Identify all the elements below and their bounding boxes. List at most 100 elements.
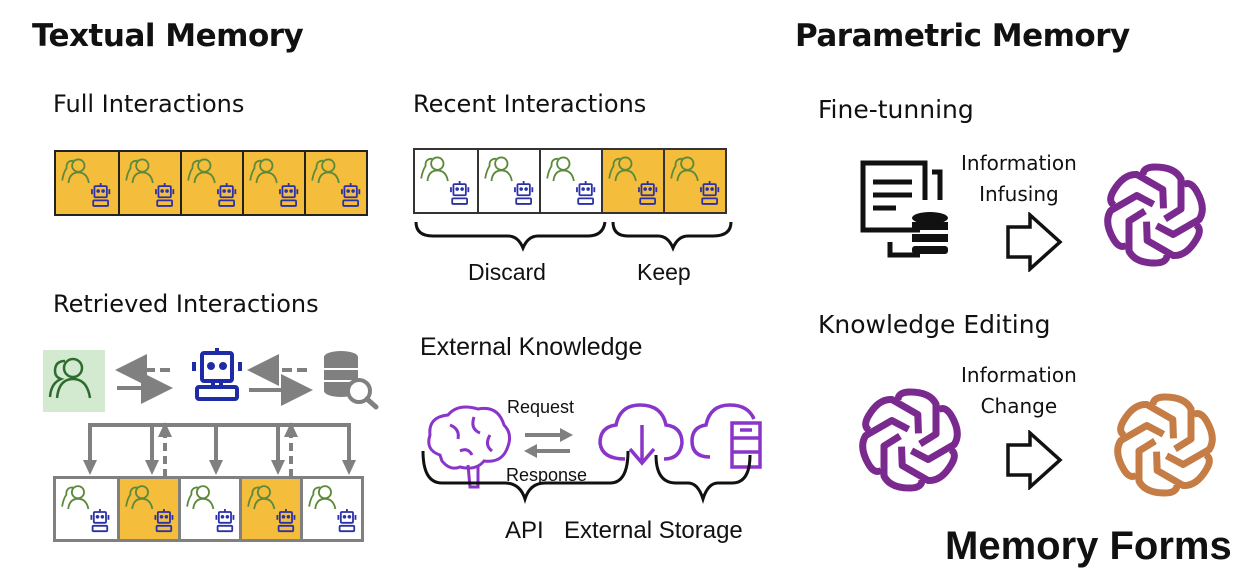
logo-petal bbox=[894, 388, 940, 447]
interaction-cell bbox=[539, 150, 601, 212]
user-icon bbox=[608, 156, 637, 182]
interaction-cell bbox=[477, 150, 539, 212]
robot-icon bbox=[91, 183, 111, 207]
info-line2: Infusing bbox=[979, 182, 1059, 206]
user-icon bbox=[186, 485, 215, 510]
robot-icon bbox=[450, 181, 470, 205]
interaction-cell-highlighted bbox=[304, 152, 366, 214]
database-search-icon bbox=[324, 351, 379, 410]
logo-petal bbox=[1153, 451, 1213, 490]
interaction-cell-highlighted bbox=[663, 150, 725, 212]
logo-petal bbox=[1114, 421, 1166, 480]
logo-petal bbox=[1125, 208, 1171, 267]
discard-brace bbox=[414, 221, 607, 252]
llm-logo-purple-icon bbox=[1104, 163, 1206, 267]
robot-icon bbox=[276, 509, 296, 533]
api-brace bbox=[421, 450, 630, 505]
robot-icon bbox=[155, 183, 175, 207]
keep-label: Keep bbox=[637, 259, 691, 285]
robot-icon bbox=[638, 181, 658, 205]
logo-petal bbox=[898, 446, 958, 485]
memory-forms-title: Memory Forms bbox=[945, 524, 1232, 568]
interaction-cell bbox=[56, 479, 117, 539]
user-icon bbox=[249, 158, 278, 184]
interaction-cell-highlighted bbox=[56, 152, 118, 214]
robot-icon bbox=[90, 509, 110, 533]
logo-petal bbox=[880, 433, 926, 492]
info-line1: Information bbox=[961, 363, 1077, 387]
robot-icon bbox=[514, 181, 534, 205]
robot-icon bbox=[700, 181, 720, 205]
logo-petal bbox=[909, 405, 961, 464]
full-interactions-label: Full Interactions bbox=[53, 90, 245, 118]
robot-icon bbox=[341, 183, 361, 207]
document-database-icon bbox=[860, 160, 948, 258]
user-icon bbox=[247, 485, 276, 510]
logo-petal bbox=[1107, 170, 1167, 209]
user-icon bbox=[670, 156, 699, 182]
up-dashed-arrows bbox=[163, 435, 293, 477]
user-icon bbox=[43, 350, 105, 412]
change-arrow-icon bbox=[1006, 430, 1063, 490]
recent-interactions-label: Recent Interactions bbox=[413, 90, 647, 118]
discard-label: Discard bbox=[468, 259, 546, 285]
storage-brace bbox=[654, 454, 752, 505]
user-icon bbox=[546, 156, 575, 182]
logo-petal bbox=[1164, 410, 1216, 469]
request-label: Request bbox=[507, 397, 575, 417]
interaction-cell-highlighted bbox=[239, 479, 300, 539]
robot-icon bbox=[215, 509, 235, 533]
logo-petal bbox=[1143, 221, 1203, 260]
info-line2: Change bbox=[980, 394, 1058, 418]
logo-petal bbox=[1149, 393, 1195, 452]
info-infusing-text: Information Infusing bbox=[961, 148, 1077, 210]
recent-braces bbox=[414, 221, 733, 252]
retrieved-interactions-label: Retrieved Interactions bbox=[53, 290, 319, 318]
knowledge-editing-label: Knowledge Editing bbox=[818, 310, 1051, 339]
info-change-text: Information Change bbox=[961, 360, 1077, 422]
external-knowledge-diagram bbox=[421, 403, 762, 505]
logo-petal bbox=[1104, 191, 1156, 250]
interaction-cell-highlighted bbox=[601, 150, 663, 212]
textual-memory-title: Textual Memory bbox=[32, 18, 304, 54]
logo-petal bbox=[1139, 163, 1185, 222]
interaction-cell-highlighted bbox=[242, 152, 304, 214]
fine-tuning-label: Fine-tunning bbox=[818, 95, 974, 124]
cloud-download-icon bbox=[598, 403, 684, 466]
api-label: API bbox=[505, 517, 544, 544]
full-interactions-strip bbox=[54, 150, 368, 216]
user-icon bbox=[311, 158, 340, 184]
user-icon bbox=[61, 485, 90, 510]
interaction-cell-highlighted bbox=[118, 152, 180, 214]
logo-petal bbox=[1117, 400, 1177, 439]
external-storage-label: External Storage bbox=[564, 517, 743, 544]
interaction-cell bbox=[415, 150, 477, 212]
brain-icon bbox=[427, 405, 511, 489]
recent-interactions-strip bbox=[413, 148, 727, 214]
user-icon bbox=[308, 485, 337, 510]
robot-icon bbox=[337, 509, 357, 533]
user-icon bbox=[484, 156, 513, 182]
interaction-cell-highlighted bbox=[117, 479, 178, 539]
retrieval-flow bbox=[43, 348, 379, 477]
llm-logo-purple-before-icon bbox=[859, 388, 961, 492]
robot-icon bbox=[217, 183, 237, 207]
external-knowledge-label: External Knowledge bbox=[420, 333, 643, 361]
info-line1: Information bbox=[961, 151, 1077, 175]
user-icon bbox=[61, 158, 90, 184]
cloud-storage-icon bbox=[690, 403, 762, 469]
logo-petal bbox=[1154, 180, 1206, 239]
user-icon bbox=[125, 158, 154, 184]
parametric-memory-title: Parametric Memory bbox=[795, 18, 1130, 54]
user-icon bbox=[187, 158, 216, 184]
user-icon bbox=[125, 485, 154, 510]
response-label: Response bbox=[506, 465, 588, 485]
keep-brace bbox=[611, 221, 733, 252]
user-icon bbox=[420, 156, 449, 182]
infusing-arrow-icon bbox=[1006, 212, 1063, 272]
interaction-cell bbox=[178, 479, 239, 539]
interaction-cell bbox=[300, 479, 361, 539]
retrieved-interactions-strip bbox=[53, 476, 364, 542]
logo-petal bbox=[862, 395, 922, 434]
robot-icon bbox=[154, 509, 174, 533]
